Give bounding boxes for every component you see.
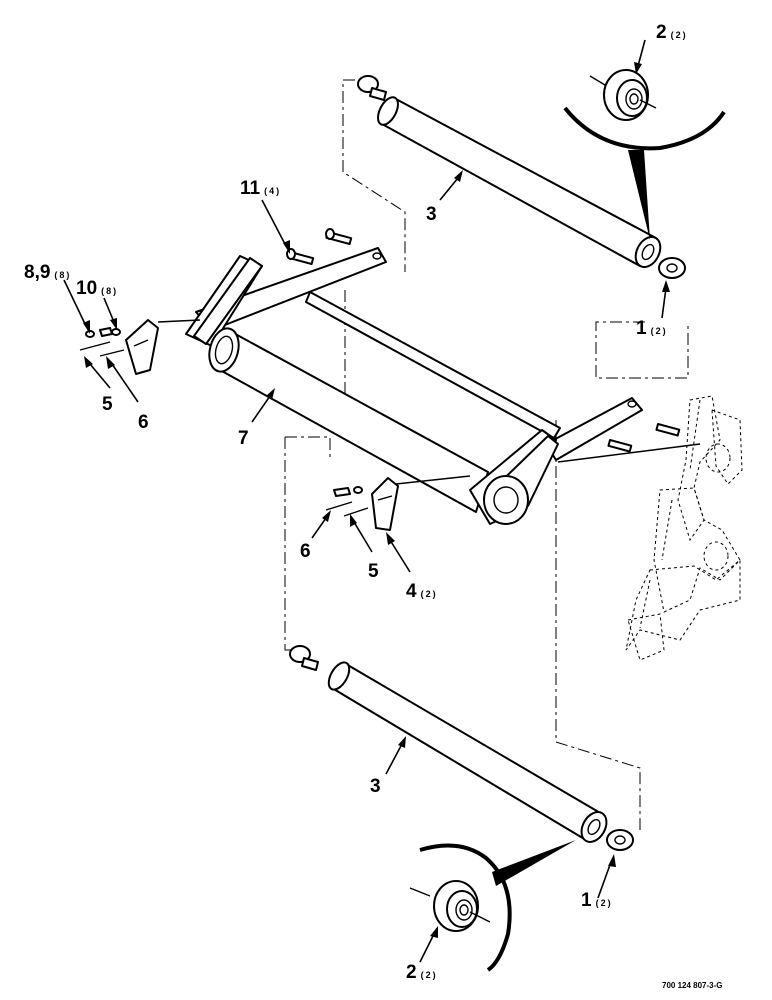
bottom-left-bearing-stub [289, 645, 319, 671]
callout-1-bottom: 1(2) [581, 890, 613, 911]
callout-2-top: 2(2) [656, 22, 688, 43]
leader-arrows [63, 39, 670, 963]
callout-6-mid: 6 [300, 541, 311, 562]
callout-11: 11(4) [240, 178, 281, 199]
callout-6-left: 6 [138, 412, 149, 433]
callout-2-bottom: 2(2) [406, 962, 438, 983]
callout-3-top: 3 [426, 204, 437, 225]
callout-3-bottom: 3 [370, 776, 381, 797]
assembly-lines [284, 79, 689, 830]
right-side-plates [469, 429, 559, 525]
left-bearing-clamp [79, 319, 201, 375]
callout-7: 7 [238, 428, 249, 449]
bolt-11-c [655, 423, 681, 437]
main-shaft [208, 327, 489, 513]
callout-8-9: 8,9(8) [24, 262, 71, 283]
callout-5-mid: 5 [368, 561, 379, 582]
bolt-11-d [607, 438, 633, 453]
bottom-right-bearing-flange [606, 829, 634, 851]
callout-10: 10(8) [76, 278, 118, 299]
top-left-bearing-stub [357, 75, 387, 101]
top-right-bearing-flange [658, 257, 686, 279]
left-side-plates [185, 255, 263, 347]
callout-4: 4(2) [406, 581, 438, 602]
callout-5-left: 5 [102, 394, 113, 415]
machine-frame-outline [625, 395, 743, 661]
bottom-bearing-detail [409, 840, 576, 972]
bottom-roller [327, 661, 608, 843]
callout-1-top: 1(2) [636, 318, 668, 339]
top-roller [377, 96, 662, 269]
bolt-11-a [325, 228, 353, 246]
drawing-number: 700 124 807-3-G [662, 981, 723, 990]
middle-bearing-clamp [325, 475, 471, 531]
top-bearing-detail [563, 69, 726, 240]
bolt-11-b [286, 248, 315, 266]
